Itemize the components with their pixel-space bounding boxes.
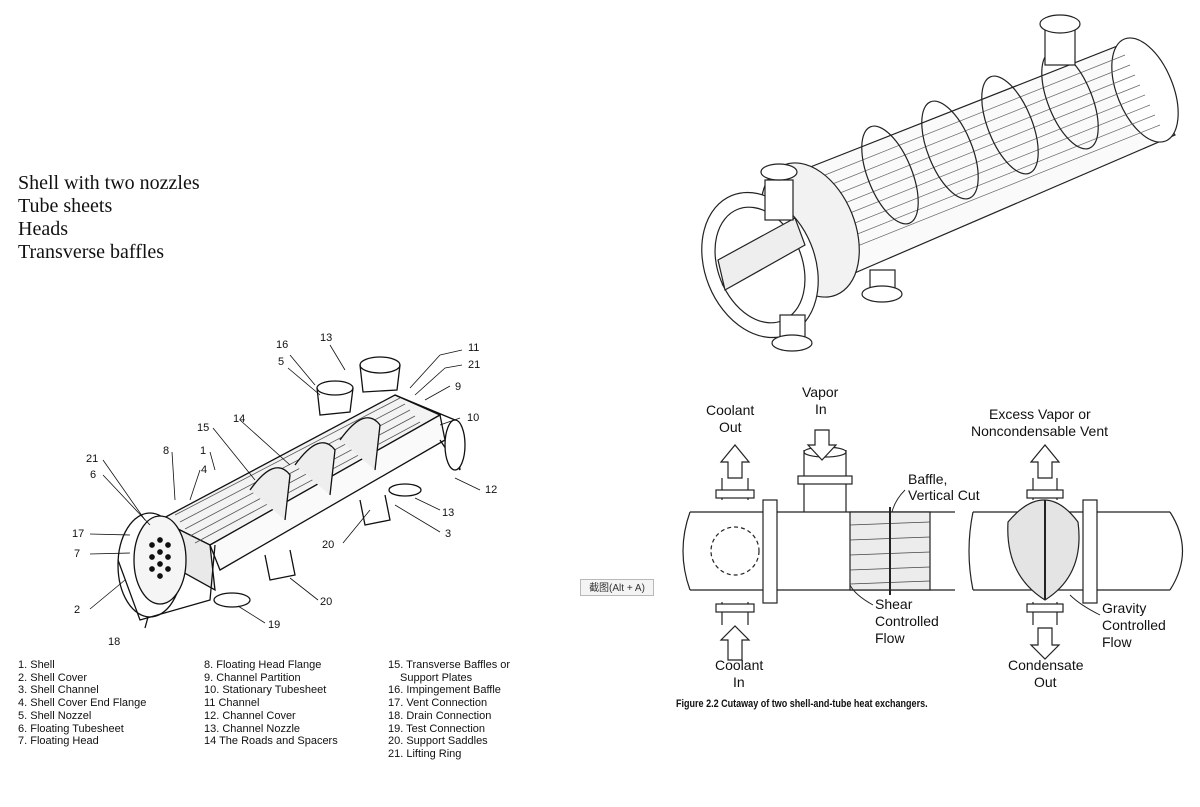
legend-item: 3. Shell Channel <box>18 684 99 697</box>
callout-label: 21 <box>468 359 480 371</box>
label-baffle: Vertical Cut <box>908 487 980 503</box>
callout-label: 13 <box>442 507 454 519</box>
legend-item: 1. Shell <box>18 659 55 671</box>
label-shear-flow: Controlled <box>875 613 939 629</box>
legend-item: 21. Lifting Ring <box>388 747 462 760</box>
legend-item: 11 Channel <box>204 697 260 710</box>
condenser-diagram: Coolant Out Vapor In Excess Vapor or Non… <box>682 384 1184 690</box>
components-list: Shell with two nozzles Tube sheets Heads… <box>18 172 200 264</box>
label-gravity-flow: Controlled <box>1102 617 1166 633</box>
callout-label: 3 <box>445 528 451 540</box>
label-coolant-in: In <box>733 674 745 690</box>
legend-item: 12. Channel Cover <box>204 709 296 722</box>
components-list-item: Heads <box>18 218 68 240</box>
label-coolant-out: Coolant <box>706 402 754 418</box>
legend-item: 7. Floating Head <box>18 735 99 748</box>
callout-label: 14 <box>233 413 245 425</box>
callout-label: 4 <box>201 464 207 476</box>
callout-label: 19 <box>268 619 280 631</box>
callout-label: 16 <box>276 339 288 351</box>
components-list-item: Tube sheets <box>18 195 113 217</box>
legend-item: 2. Shell Cover <box>18 671 88 684</box>
legend-item: 13. Channel Nozzle <box>204 722 301 735</box>
label-vapor-in: In <box>815 401 827 417</box>
labeled-exchanger-diagram: 16 13 5 11 21 9 10 15 14 21 6 8 1 4 12 1… <box>72 332 497 648</box>
callout-label: 17 <box>72 528 84 540</box>
callout-label: 20 <box>322 539 334 551</box>
components-list-item: Shell with two nozzles <box>18 172 200 194</box>
label-gravity-flow: Flow <box>1102 634 1132 650</box>
label-coolant-out: Out <box>719 419 742 435</box>
legend-column-3: 15. Transverse Baffles or Support Plates… <box>388 659 510 761</box>
legend-item: 15. Transverse Baffles or <box>388 659 511 671</box>
callout-label: 15 <box>197 422 209 434</box>
legend-column-1: 1. Shell 2. Shell Cover 3. Shell Channel… <box>18 659 146 748</box>
label-condensate-out: Condensate <box>1008 657 1084 673</box>
label-condensate-out: Out <box>1034 674 1057 690</box>
legend-item: 5. Shell Nozzel <box>18 709 92 722</box>
callout-label: 5 <box>278 356 284 368</box>
callout-label: 18 <box>108 636 120 648</box>
legend-item: 17. Vent Connection <box>388 697 488 710</box>
callout-label: 9 <box>455 381 461 393</box>
legend-item: 4. Shell Cover End Flange <box>18 697 147 710</box>
label-shear-flow: Flow <box>875 630 905 646</box>
components-list-item: Transverse baffles <box>18 241 165 263</box>
legend-item: Support Plates <box>400 671 473 684</box>
legend-item: 8. Floating Head Flange <box>204 659 322 671</box>
legend-column-2: 8. Floating Head Flange 9. Channel Parti… <box>204 659 338 748</box>
exchanger-3d-drawing <box>701 14 1179 352</box>
label-vapor-in: Vapor <box>802 384 839 400</box>
callout-label: 21 <box>86 453 98 465</box>
label-gravity-flow: Gravity <box>1102 600 1146 616</box>
label-baffle: Baffle, <box>908 471 947 487</box>
callout-label: 13 <box>320 332 332 344</box>
legend-item: 16. Impingement Baffle <box>388 684 501 697</box>
label-excess-vapor: Noncondensable Vent <box>971 423 1108 439</box>
label-coolant-in: Coolant <box>715 657 763 673</box>
legend-item: 18. Drain Connection <box>388 709 492 722</box>
callout-label: 11 <box>468 342 479 354</box>
legend-item: 14 The Roads and Spacers <box>204 735 338 748</box>
figure-caption: Figure 2.2 Cutaway of two shell-and-tube… <box>676 698 928 710</box>
screenshot-tooltip[interactable]: 截图(Alt + A) <box>580 579 654 596</box>
callout-label: 20 <box>320 596 332 608</box>
callout-label: 10 <box>467 412 479 424</box>
callout-label: 7 <box>74 548 80 560</box>
label-shear-flow: Shear <box>875 596 913 612</box>
legend-item: 20. Support Saddles <box>388 735 488 748</box>
callout-label: 2 <box>74 604 80 616</box>
legend-item: 6. Floating Tubesheet <box>18 722 124 735</box>
legend-item: 9. Channel Partition <box>204 671 301 684</box>
callout-label: 12 <box>485 484 497 496</box>
callout-label: 1 <box>200 445 206 457</box>
label-excess-vapor: Excess Vapor or <box>989 406 1091 422</box>
legend-item: 10. Stationary Tubesheet <box>204 684 327 697</box>
legend-item: 19. Test Connection <box>388 722 486 735</box>
callout-label: 6 <box>90 469 96 481</box>
callout-label: 8 <box>163 445 169 457</box>
